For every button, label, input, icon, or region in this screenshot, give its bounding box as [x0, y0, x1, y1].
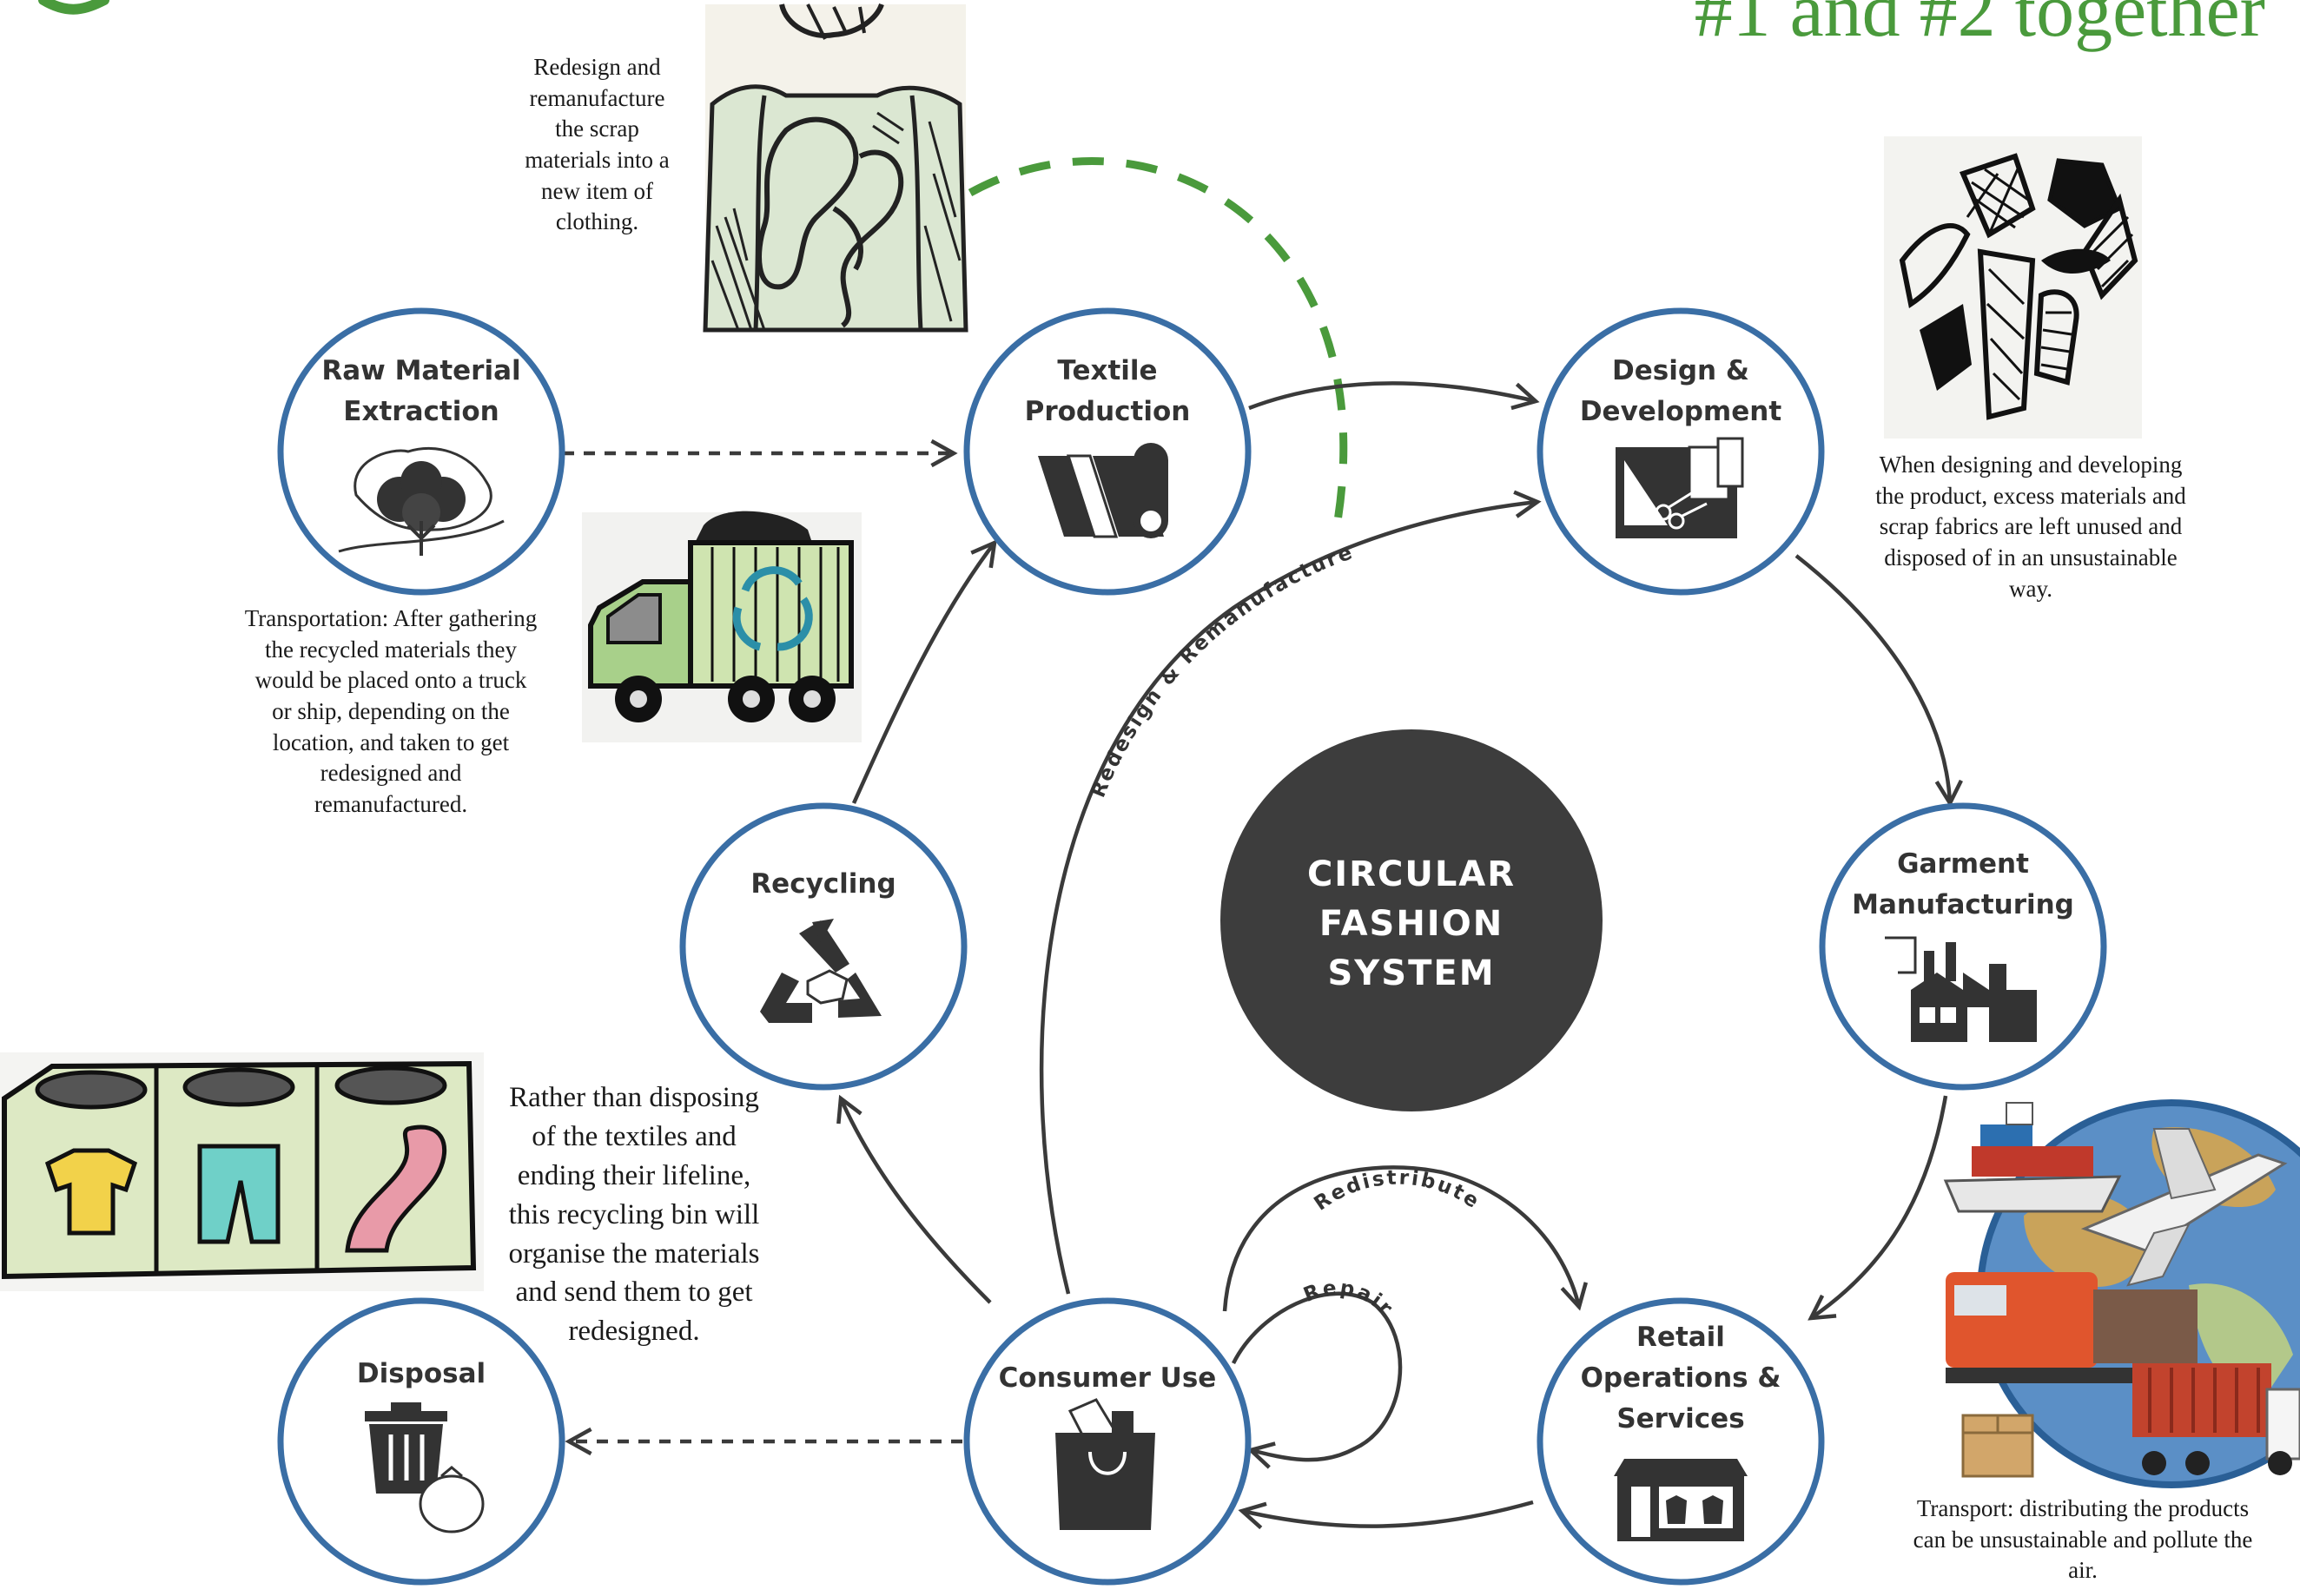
- distribution-transport-note: Transport: distributing the products can…: [1913, 1495, 2253, 1584]
- arrow-repair: [1231, 1291, 1403, 1469]
- node-raw-material-label-2: Extraction: [343, 396, 499, 427]
- center-circle: CIRCULAR FASHION SYSTEM: [1220, 729, 1603, 1111]
- node-disposal: Disposal: [277, 1297, 565, 1586]
- node-garment-label-1: Garment: [1897, 848, 2029, 880]
- node-raw-material-label-1: Raw Material: [321, 355, 520, 386]
- sketch-recycling-bins-image: [0, 1052, 484, 1291]
- trash-can-icon: [365, 1402, 485, 1533]
- arrow-design-to-garment: [1794, 554, 1963, 808]
- sketch-fabric-scraps-image: [1884, 136, 2142, 439]
- node-retail-operations: Retail Operations & Services: [1537, 1297, 1825, 1586]
- center-title-line3: SYSTEM: [1328, 953, 1496, 993]
- node-design-development: Design & Development: [1537, 307, 1825, 596]
- node-consumer-use: Consumer Use: [963, 1297, 1252, 1586]
- storefront-icon: [1614, 1459, 1748, 1541]
- center-title-line2: FASHION: [1319, 904, 1504, 944]
- arrow-textile-to-design: [1248, 381, 1540, 411]
- node-design-label-1: Design &: [1612, 355, 1749, 386]
- shopping-bag-icon: [1055, 1398, 1155, 1530]
- node-disposal-label-1: Disposal: [357, 1358, 486, 1389]
- arrow-consumer-to-recycling: [836, 1094, 992, 1304]
- transport-collage-image: [1943, 1099, 2300, 1488]
- arrow-redistribute: [1222, 1165, 1588, 1312]
- redesign-loop-dashed-arc: [968, 157, 1348, 532]
- flow-arrows: [563, 381, 1963, 1530]
- leaf-icon: [38, 0, 109, 15]
- node-textile-label-2: Production: [1025, 396, 1191, 427]
- node-retail-label-1: Retail: [1636, 1322, 1725, 1353]
- arrow-garment-to-retail: [1808, 1095, 1948, 1321]
- pattern-scissors-icon: [1616, 437, 1744, 538]
- center-title-line1: CIRCULAR: [1307, 854, 1516, 894]
- node-retail-label-3: Services: [1616, 1403, 1744, 1434]
- node-textile-production: Textile Production: [963, 307, 1252, 596]
- node-recycling: Recycling: [679, 802, 968, 1091]
- arrow-recycling-to-textile: [851, 539, 997, 804]
- node-design-label-2: Development: [1580, 396, 1781, 427]
- redesign-note: Redesign and remanufacture the scrap mat…: [525, 54, 670, 235]
- arrow-consumer-to-design-redesign: [1039, 490, 1542, 1295]
- headline-title: #1 and #2 together: [1694, 0, 2265, 53]
- factory-icon: [1885, 936, 2037, 1042]
- sketch-redesigned-top-image: [703, 3, 968, 333]
- recycling-bin-note: Rather than disposing of the textiles an…: [508, 1082, 760, 1348]
- node-textile-label-1: Textile: [1057, 355, 1157, 386]
- sketch-recycling-truck-image: [582, 511, 862, 742]
- node-recycling-label-1: Recycling: [750, 868, 896, 900]
- design-waste-note: When designing and developing the produc…: [1875, 452, 2186, 602]
- recycle-icon: [760, 919, 882, 1023]
- node-consumer-label-1: Consumer Use: [999, 1362, 1217, 1394]
- node-garment-manufacturing: Garment Manufacturing: [1819, 802, 2107, 1091]
- transportation-note: Transportation: After gathering the recy…: [244, 605, 538, 817]
- arrow-retail-to-consumer: [1238, 1500, 1534, 1530]
- fabric-roll-icon: [1038, 443, 1168, 538]
- repair-label: Repair: [1300, 1276, 1398, 1321]
- node-retail-label-2: Operations &: [1581, 1362, 1781, 1394]
- node-raw-material-extraction: Raw Material Extraction: [277, 307, 565, 596]
- cotton-icon: [338, 446, 505, 556]
- node-garment-label-2: Manufacturing: [1852, 889, 2074, 920]
